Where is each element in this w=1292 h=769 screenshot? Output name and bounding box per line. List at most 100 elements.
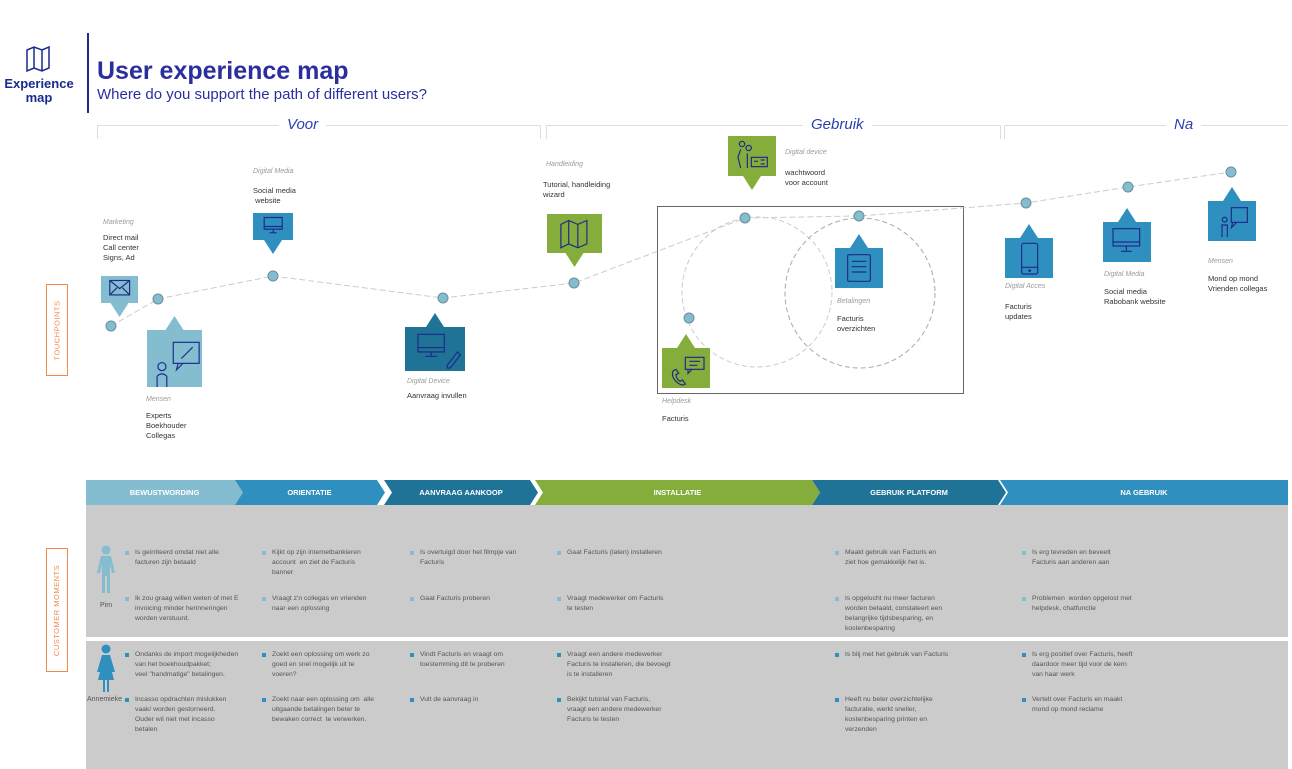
touchpoint-description: Facturis updates bbox=[1005, 302, 1032, 321]
journey-dot bbox=[437, 292, 449, 304]
document-icon bbox=[847, 254, 871, 282]
phase-line-na bbox=[1004, 125, 1288, 126]
tablet-icon bbox=[1021, 242, 1039, 275]
touchpoint-card bbox=[1208, 187, 1256, 241]
phase-tick bbox=[546, 125, 547, 139]
touchpoint-card bbox=[147, 316, 202, 387]
touchpoint-category: Mensen bbox=[1208, 258, 1233, 265]
touchpoint-card bbox=[835, 234, 883, 288]
stage-bewustwording[interactable]: BEWUSTWORDING bbox=[86, 480, 243, 505]
customer-moment: Gaat Facturis (laten) installeren bbox=[557, 548, 662, 558]
touchpoint-description: Aanvraag invullen bbox=[407, 391, 467, 400]
touchpoint-category: Mensen bbox=[146, 396, 171, 403]
journey-line bbox=[110, 171, 1232, 327]
customer-moment: Is erg tevreden en beveelt Facturis aan … bbox=[1022, 548, 1111, 568]
customer-moment: Is overtuigd door het filmpje van Factur… bbox=[410, 548, 516, 568]
touchpoint-description: Mond op mond Vrienden collegas bbox=[1208, 274, 1268, 293]
customer-moment: Vraagt een andere medewerker Facturis te… bbox=[557, 650, 671, 680]
customer-moment: Incasso opdrachten mislukken vaak/ worde… bbox=[125, 695, 226, 735]
touchpoint-card bbox=[662, 334, 710, 388]
customer-moment: Heeft nu beter overzichtelijke facturati… bbox=[835, 695, 933, 735]
logo-line1: Experience bbox=[4, 76, 74, 91]
customer-moment: Is erg positief over Facturis, heeft daa… bbox=[1022, 650, 1133, 680]
customer-moment: Zoekt naar een oplossing om alle uitgaan… bbox=[262, 695, 374, 725]
journey-dots bbox=[105, 166, 1237, 332]
stage-na-gebruik[interactable]: NA GEBRUIK bbox=[1000, 480, 1288, 505]
journey-dot bbox=[1225, 166, 1237, 178]
touchpoint-card bbox=[547, 214, 602, 267]
customer-moment: Zoekt een oplossing om werk zo goed en s… bbox=[262, 650, 369, 680]
person-wrench-icon bbox=[156, 341, 200, 387]
customer-moment: Gaat Facturis proberen bbox=[410, 594, 490, 604]
customer-moment: Problemen worden opgelost met helpdesk, … bbox=[1022, 594, 1132, 614]
touchpoint-description: Social media Rabobank website bbox=[1104, 287, 1166, 306]
customer-moment: Maakt gebruik van Facturis en ziet hoe g… bbox=[835, 548, 936, 568]
touchpoint-description: wachtwoord voor account bbox=[785, 168, 828, 187]
touchpoint-card bbox=[728, 136, 776, 190]
touchpoint-category: Digital device bbox=[785, 149, 827, 156]
touchpoint-category: Betalingen bbox=[837, 298, 871, 305]
journey-dot bbox=[105, 320, 117, 332]
touchpoint-description: Direct mail Call center Signs, Ad bbox=[103, 233, 139, 262]
page-title: User experience map bbox=[97, 57, 349, 85]
journey-dot bbox=[267, 270, 279, 282]
journey-dot bbox=[1020, 197, 1032, 209]
touchpoint-description: Experts Boekhouder Collegas bbox=[146, 411, 187, 440]
monitor-icon bbox=[263, 216, 283, 234]
phase-voor: Voor bbox=[279, 116, 327, 133]
customer-moment: Kijkt op zijn internetbankieren account … bbox=[262, 548, 361, 578]
journey-dot bbox=[853, 210, 865, 222]
phase-tick bbox=[1004, 125, 1005, 139]
header-divider bbox=[87, 33, 89, 113]
touchpoint-category: Handleiding bbox=[546, 161, 583, 168]
phase-gebruik: Gebruik bbox=[803, 116, 872, 133]
journey-path bbox=[105, 166, 1237, 394]
customer-moment: Is blij met het gebruik van Facturis bbox=[835, 650, 948, 660]
map-icon bbox=[560, 219, 588, 249]
map-icon bbox=[26, 45, 50, 73]
touchpoints-label: TOUCHPOINTS bbox=[46, 284, 68, 376]
phase-tick bbox=[97, 125, 98, 139]
touchpoint-category: Digital Device bbox=[407, 378, 450, 385]
touchpoint-category: Digital Media bbox=[253, 168, 294, 175]
touchpoint-card bbox=[1103, 208, 1151, 262]
venn-circle-left bbox=[681, 216, 833, 368]
person-icon-pim bbox=[97, 545, 115, 593]
touchpoint-category: Digital Acces bbox=[1005, 283, 1046, 290]
customer-moment: Vraagt medewerker om Facturis te testen bbox=[557, 594, 663, 614]
touchpoint-category: Digital Media bbox=[1104, 271, 1145, 278]
touchpoint-card bbox=[253, 213, 293, 254]
phone-chat-icon bbox=[671, 356, 705, 386]
mail-icon bbox=[109, 279, 131, 296]
persona-row-pim bbox=[86, 505, 1288, 637]
journey-dot bbox=[568, 277, 580, 289]
monitor-icon bbox=[1112, 228, 1141, 252]
customer-moment: Vult de aanvraag in bbox=[410, 695, 478, 705]
customer-moment: Is opgelucht nu meer facturen worden bet… bbox=[835, 594, 942, 634]
person-icon-annemieke bbox=[97, 644, 115, 692]
touchpoint-description: Facturis bbox=[662, 414, 689, 423]
stage-orientatie[interactable]: ORIENTATIE bbox=[234, 480, 385, 505]
touchpoint-description: Social media website bbox=[253, 186, 296, 205]
stage-aanvraag-aankoop[interactable]: AANVRAAG AANKOOP bbox=[384, 480, 538, 505]
journey-dot bbox=[152, 293, 164, 305]
customer-moment: Vraagt z'n collegas en vrienden naar een… bbox=[262, 594, 366, 614]
stage-gebruik-platform[interactable]: GEBRUIK PLATFORM bbox=[812, 480, 1006, 505]
phase-na: Na bbox=[1166, 116, 1202, 133]
gebruik-box bbox=[657, 206, 964, 394]
customer-moments-label-text: CUSTOMER MOMENTS bbox=[52, 564, 62, 656]
journey-dot bbox=[739, 212, 751, 224]
customer-moment: Is geirriteerd omdat niet alle facturen … bbox=[125, 548, 219, 568]
persona-name-annemieke: Annemieke bbox=[87, 696, 123, 703]
customer-moments-label: CUSTOMER MOMENTS bbox=[46, 548, 68, 672]
touchpoint-description: Tutorial, handleiding wizard bbox=[543, 180, 611, 199]
person-chat-icon bbox=[1221, 207, 1248, 238]
touchpoint-category: Marketing bbox=[103, 219, 134, 226]
customer-moment: Ondanks de import mogelijkheden van het … bbox=[125, 650, 238, 680]
touchpoint-card bbox=[101, 276, 138, 317]
touchpoint-category: Helpdesk bbox=[662, 398, 692, 405]
stage-installatie[interactable]: INSTALLATIE bbox=[535, 480, 820, 505]
customer-moment: Ik zou graag willen weten of met E invoi… bbox=[125, 594, 239, 624]
touchpoint-description: Facturis overzichten bbox=[837, 314, 876, 333]
